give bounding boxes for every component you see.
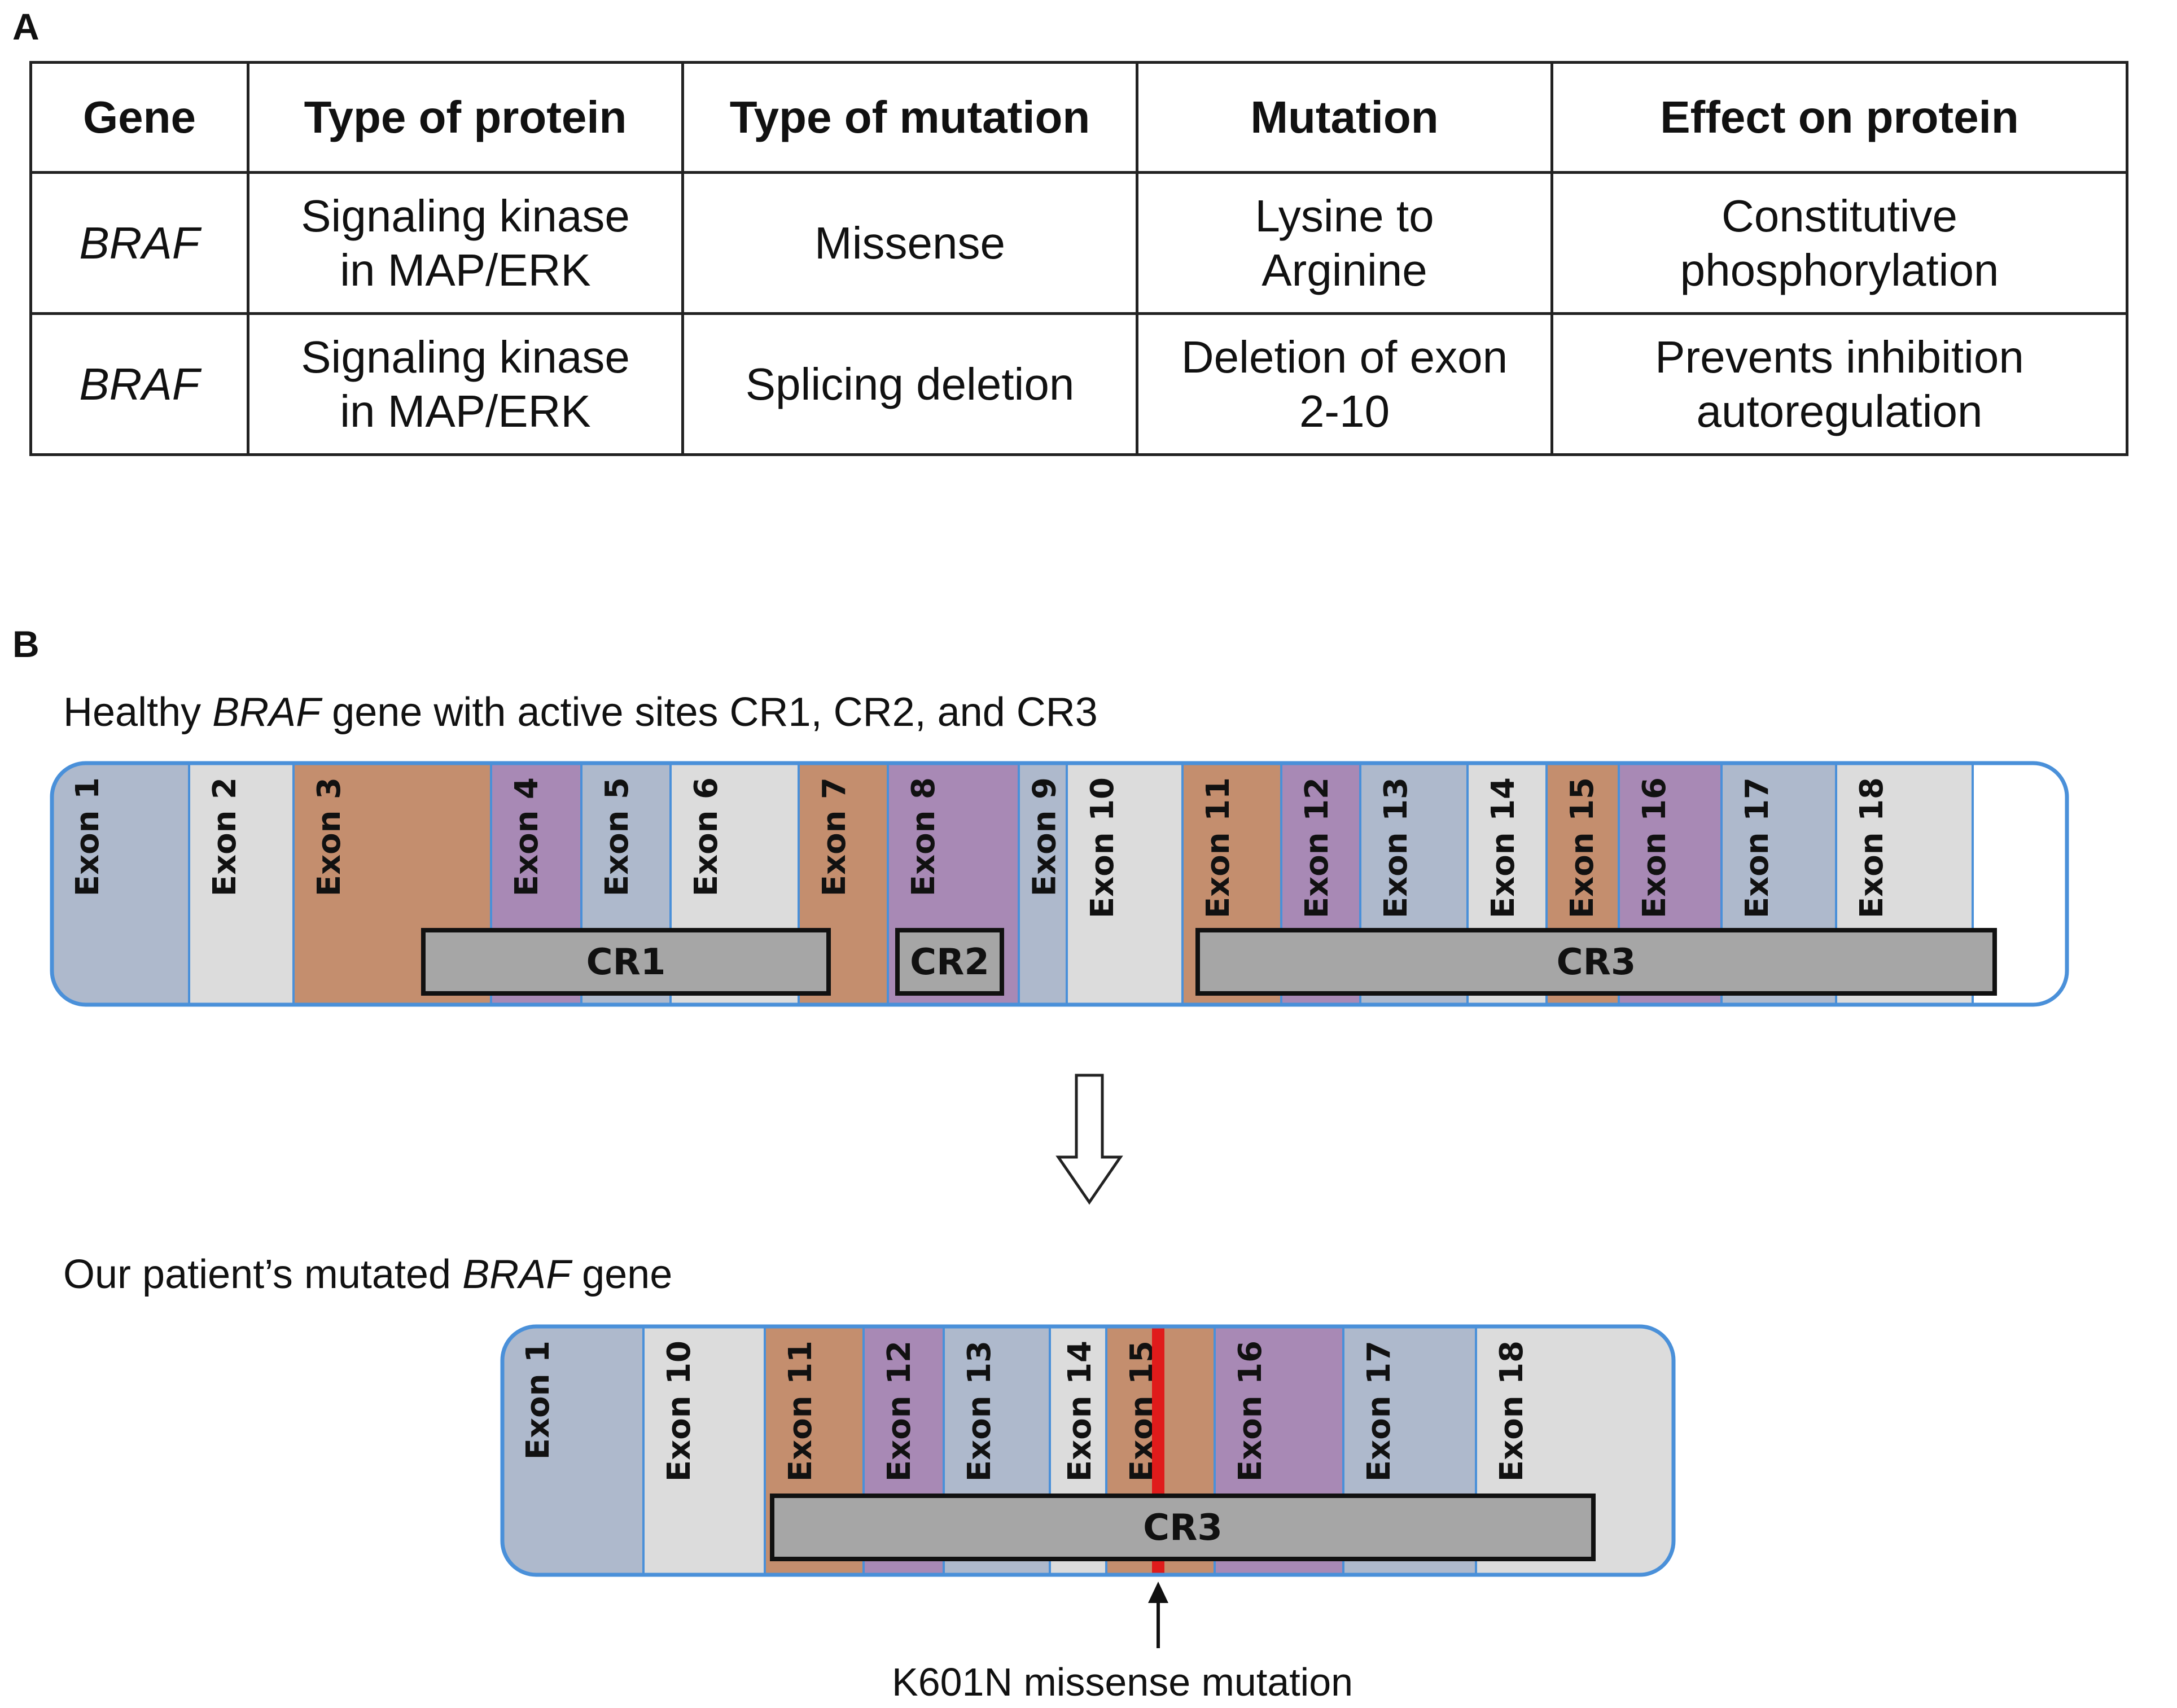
exon-label: Exon 1 — [520, 1341, 557, 1460]
cell-text: in MAP/ERK — [340, 386, 591, 436]
cell-text: autoregulation — [1696, 386, 1983, 436]
exon-label: Exon 11 — [1200, 777, 1237, 918]
cell-text: BRAF — [79, 358, 200, 409]
transition-arrow — [1055, 1074, 1123, 1205]
exon-label: Exon 1 — [69, 777, 106, 896]
domain-cr2-box — [895, 928, 1004, 996]
gene-outline — [500, 1324, 1676, 1577]
exon-label: Exon 12 — [1299, 777, 1335, 918]
exon-label: Exon 12 — [881, 1341, 918, 1482]
cell-text: 2-10 — [1299, 386, 1390, 436]
cell-gene: BRAF — [29, 171, 249, 315]
mutation-pointer-arrowhead — [1148, 1582, 1168, 1603]
mutation-callout-label: K601N missense mutation — [892, 1660, 1353, 1704]
exon-label: Exon 5 — [599, 777, 636, 896]
cell-text: Missense — [814, 217, 1005, 268]
header-type-of-protein: Type of protein — [247, 61, 684, 174]
exon-label: Exon 13 — [1378, 777, 1414, 918]
caption-text: Our patient’s mutated — [63, 1252, 463, 1297]
cell-text: BRAF — [79, 217, 200, 268]
exon-label: Exon 11 — [782, 1341, 819, 1482]
exon-label: Exon 10 — [661, 1341, 698, 1482]
cell-text: Deletion of exon — [1181, 331, 1508, 382]
mutation-table: Gene Type of protein Type of mutation Mu… — [29, 61, 2128, 456]
mutated-gene-diagram: Exon 1 Exon 10 Exon 11 Exon 12 Exon 13 Exon 1… — [500, 1324, 1676, 1648]
exon-label: Exon 3 — [311, 777, 348, 896]
panel-a-label: A — [12, 6, 40, 47]
exon-label: Exon 16 — [1636, 777, 1673, 918]
domain-cr1-box — [421, 928, 831, 996]
cell-type-of-mutation: Splicing deletion — [681, 312, 1138, 456]
exon-label: Exon 13 — [961, 1341, 998, 1482]
exon-label: Exon 18 — [1493, 1341, 1530, 1482]
cell-text: Prevents inhibition — [1655, 331, 2024, 382]
healthy-gene-diagram: Exon 1 Exon 2 Exon 3 Exon 4 Exon 5 Exon 6 Exon… — [50, 761, 2069, 1007]
cell-text: Splicing deletion — [745, 358, 1075, 409]
caption-gene-name: BRAF — [462, 1252, 571, 1297]
panel-b-label: B — [12, 623, 40, 665]
cell-text: Signaling kinase — [301, 331, 630, 382]
exon-label: Exon 17 — [1739, 777, 1776, 918]
mutated-gene-caption: Our patient’s mutated BRAF gene — [63, 1254, 672, 1295]
cell-text: phosphorylation — [1680, 244, 1999, 295]
domain-cr3-box — [770, 1494, 1596, 1561]
exon-label: Exon 6 — [688, 777, 725, 896]
exon-label: Exon 17 — [1361, 1341, 1398, 1482]
domain-label: CR3 — [1143, 1507, 1223, 1549]
cell-gene: BRAF — [29, 312, 249, 456]
domain-label: CR2 — [910, 941, 989, 983]
domain-label: CR3 — [1557, 941, 1636, 983]
cell-text: Constitutive — [1722, 190, 1957, 241]
exon-label: Exon 4 — [509, 777, 545, 896]
exon-label: Exon 7 — [816, 777, 853, 896]
cell-text: Arginine — [1261, 244, 1427, 295]
exon-label: Exon 9 — [1027, 777, 1063, 896]
cell-text: Signaling kinase — [301, 190, 630, 241]
caption-gene-name: BRAF — [212, 690, 321, 735]
gene-outline — [50, 761, 2069, 1007]
domain-cr3-box — [1195, 928, 1997, 996]
header-effect-on-protein: Effect on protein — [1550, 61, 2128, 174]
cell-type-of-mutation: Missense — [681, 171, 1138, 315]
table-header-row: Gene Type of protein Type of mutation Mu… — [29, 61, 2128, 174]
exon-label: Exon 10 — [1084, 777, 1121, 918]
healthy-gene-caption: Healthy BRAF gene with active sites CR1,… — [63, 692, 1098, 733]
exon-label: Exon 14 — [1485, 777, 1522, 918]
exon-label: Exon 8 — [905, 777, 942, 896]
caption-text: gene — [571, 1252, 673, 1297]
caption-text: gene with active sites CR1, CR2, and CR3 — [321, 690, 1098, 735]
cell-text: in MAP/ERK — [340, 244, 591, 295]
exon-label: Exon 15 — [1564, 777, 1601, 918]
cell-text: Lysine to — [1255, 190, 1434, 241]
exon-label: Exon 2 — [207, 777, 243, 896]
exon-label: Exon 14 — [1062, 1341, 1098, 1482]
caption-text: Healthy — [63, 690, 213, 735]
exon-label: Exon 18 — [1854, 777, 1890, 918]
header-type-of-mutation: Type of mutation — [681, 61, 1138, 174]
exon-label: Exon 16 — [1232, 1341, 1269, 1482]
header-gene: Gene — [29, 61, 249, 174]
header-mutation: Mutation — [1136, 61, 1553, 174]
domain-label: CR1 — [586, 941, 666, 983]
exon-exon-10-block — [642, 1326, 766, 1575]
